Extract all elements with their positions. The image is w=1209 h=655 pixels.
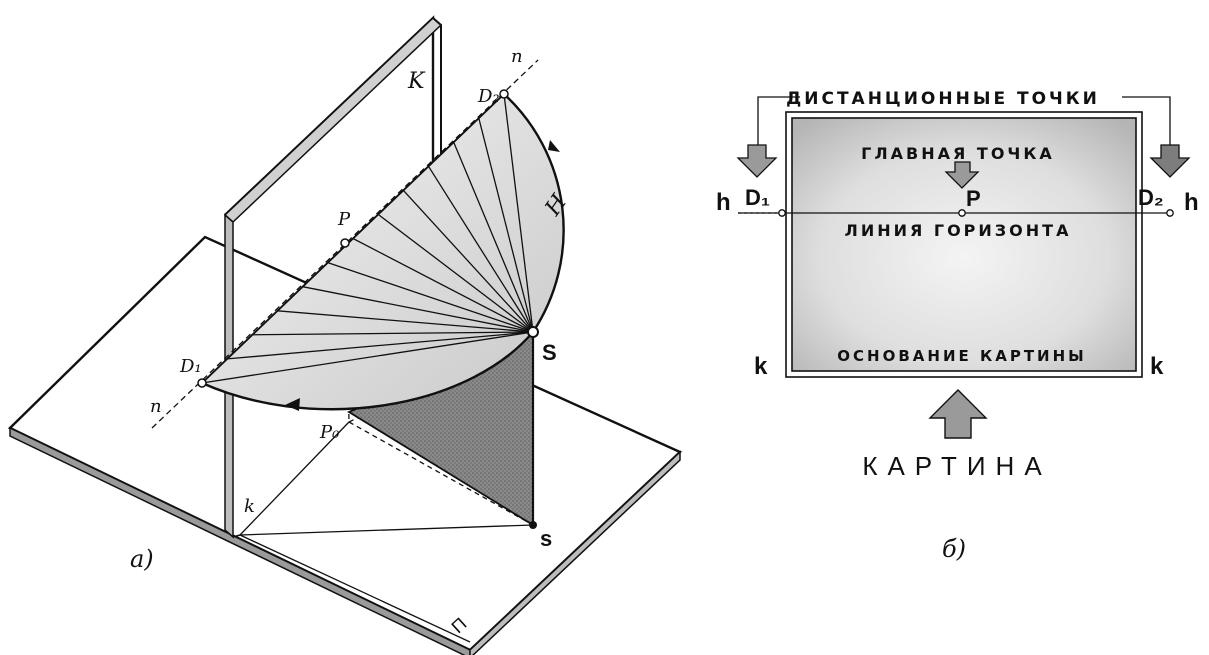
viewing-ray [302,286,534,333]
viewing-ray [427,165,534,333]
arrow-down-p [944,161,980,189]
point-d1 [197,378,207,388]
viewing-ray [478,117,534,333]
point-s [527,326,539,338]
horizon-line-title: ЛИНИЯ ГОРИЗОНТА [845,221,1072,240]
principal-point-title: ГЛАВНАЯ ТОЧКА [861,144,1055,163]
point-d2-b [1166,209,1174,217]
ground-plane [7,235,683,655]
viewing-ray [503,93,534,333]
point-p-b [958,209,966,217]
viewing-ray [327,261,534,333]
label-k-right-b: k [1150,353,1164,380]
viewing-ray [453,141,534,333]
picture-frame-inner [791,117,1137,372]
arrow-down-d1 [736,144,778,178]
distance-bracket-right [1122,96,1171,148]
line-d1-d2 [201,93,505,384]
label-p: P [337,209,351,230]
viewing-rays [201,93,534,384]
arc-arrow-lower [285,398,300,411]
distance-points-title: ДИСТАНЦИОННЫЕ ТОЧКИ [786,89,1100,109]
label-p0: P₀ [319,422,339,443]
label-h-right: h [1184,189,1199,216]
label-s-base: s [540,526,552,551]
label-s: S [542,340,557,365]
caption-a: а) [130,545,154,573]
point-p [340,238,350,248]
label-n-left: n [150,396,162,417]
viewing-ray [227,331,534,360]
distance-bracket-left [757,96,800,148]
arc-arrow-upper [548,140,560,152]
label-p-b: P [966,186,981,211]
viewing-ray [201,331,534,384]
label-d2: D₂ [477,86,500,107]
label-d1-b: D₁ [745,185,770,210]
label-h-left: h [716,189,731,216]
line-n [151,59,539,429]
label-k-ground: k [244,496,255,517]
base-title: ОСНОВАНИЕ КАРТИНЫ [837,347,1086,365]
label-n-right: n [511,46,523,67]
caption-b: б) [942,535,966,563]
figure-b: ДИСТАНЦИОННЫЕ ТОЧКИ ГЛАВНАЯ ТОЧКА h D₁ P… [716,89,1199,563]
label-k-plane: K [407,69,426,94]
figure-a: K D₂ n H P S D₁ n P₀ k s П а) [7,15,683,655]
viewing-ray [277,310,534,333]
picture-title: КАРТИНА [862,451,1051,481]
point-s-base [529,521,537,529]
label-d1: D₁ [179,356,202,377]
point-d1-b [778,209,786,217]
label-d2-b: D₂ [1138,185,1164,210]
viewing-ray [252,331,534,336]
viewing-ray [402,189,534,333]
viewing-ray [352,237,534,333]
point-d2 [499,89,509,99]
viewing-ray [377,213,534,333]
arrow-down-d2 [1149,144,1191,178]
arc-h [503,93,565,333]
arc-bottom [201,331,534,411]
label-k-left-b: k [754,353,768,380]
arrow-up-picture [928,389,988,439]
